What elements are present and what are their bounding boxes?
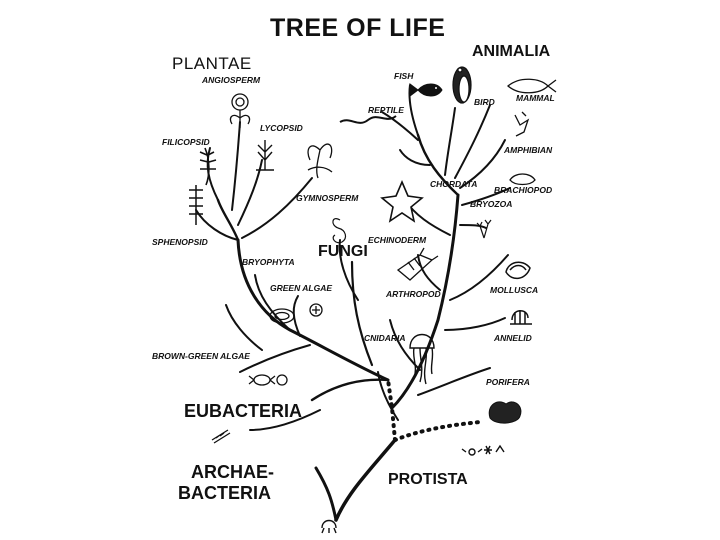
branch-brown-algae [239,344,311,373]
taxon-bryozoa: BRYOZOA [470,199,513,209]
branch-gymno [241,177,313,239]
club-moss-icon [256,140,274,171]
whale-icon [506,78,557,94]
branch-mid [377,371,399,421]
branch-bryophyta [216,198,240,242]
kingdom-fungi: FUNGI [318,243,368,260]
protist-icon [461,444,505,456]
kingdom-archaebacteria-2: BACTERIA [178,483,271,503]
fern-icon [199,147,217,186]
starfish-icon [380,179,424,223]
bacterium-icon [211,374,288,444]
taxon-fish: FISH [394,71,414,81]
branch-root [314,466,338,522]
cycad-icon [307,143,333,179]
kingdom-archaebacteria-1: ARCHAE- [191,462,274,482]
taxon-cnidaria: CNIDARIA [364,333,406,343]
branch-mollusca [449,254,509,301]
branch-arthropod [417,254,441,291]
branch-bryozoa [459,224,487,229]
branch-left-chordata [399,149,431,166]
taxon-amphibian: AMPHIBIAN [504,145,553,155]
frog-icon [514,111,530,137]
branch-mammal [454,104,491,179]
taxon-green-algae: GREEN ALGAE [270,283,333,293]
lobster-icon [396,247,439,281]
kingdom-plantae: PLANTAE [172,54,252,73]
bryozoan-icon [476,219,492,239]
taxon-annelid: ANNELID [494,333,532,343]
branch-trunk [334,438,397,522]
taxon-echinoderm: ECHINODERM [368,235,427,245]
taxon-brachiopod: BRACHIOPOD [494,185,553,195]
taxon-brown-green-algae: BROWN-GREEN ALGAE [152,351,250,361]
taxon-angiosperm: ANGIOSPERM [202,75,261,85]
branch-brachiopod [461,187,511,206]
branch-chordata [416,133,460,197]
branch-fungi [350,260,374,367]
clam-icon [505,261,531,280]
page-title: TREE OF LIFE [270,14,446,42]
taxon-arthropod: ARTHROPOD [386,289,441,299]
branch-lycopsid [237,159,263,226]
branch-amphibian [459,139,506,189]
branch-eubacteria [249,409,321,431]
taxon-bird: BIRD [474,97,495,107]
taxon-mollusca: MOLLUSCA [490,285,539,295]
taxon-porifera: PORIFERA [486,377,530,387]
protista-dots [393,420,482,442]
branch-green-algae-2 [292,295,301,337]
brachiopod-icon [509,173,536,186]
jellyfish-icon [409,333,435,385]
taxon-chordata: CHORDATA [430,179,478,189]
fungus-icon [332,218,347,244]
fish-icon [409,83,443,97]
taxon-filicopsid: FILICOPSID [162,137,210,147]
archaea-icon [321,519,337,534]
branch-left-low [310,378,390,402]
kingdom-animalia: ANIMALIA [472,43,551,60]
taxon-lycopsid: LYCOPSID [260,123,303,133]
branch-green-algae [254,274,291,331]
taxon-sphenopsid: SPHENOPSID [152,237,208,247]
branch-cnidaria [389,319,421,371]
branch-annelid [444,317,506,331]
branch-fungi-2 [338,239,359,301]
taxon-bryophyta: BRYOPHYTA [242,257,295,267]
trunk-dots [386,378,397,442]
taxon-reptile: REPTILE [368,105,404,115]
branch-reptile [381,111,419,141]
horsetail-icon [189,185,203,225]
snake-icon [339,115,397,124]
branch-brown-fork [225,304,263,351]
kingdom-protista: PROTISTA [388,471,468,488]
flower-icon [229,93,251,128]
worm-icon [510,310,532,325]
branch-porifera [417,367,491,396]
kingdom-eubacteria: EUBACTERIA [184,401,303,421]
sponge-icon [488,401,522,424]
penguin-icon [452,66,472,104]
taxon-gymnosperm: GYMNOSPERM [296,193,359,203]
branch-bird [444,107,456,176]
taxon-mammal: MAMMAL [516,93,555,103]
diatom-icon [269,303,323,324]
branch-angiosperm [231,121,241,211]
branch-animal-main [390,193,460,410]
